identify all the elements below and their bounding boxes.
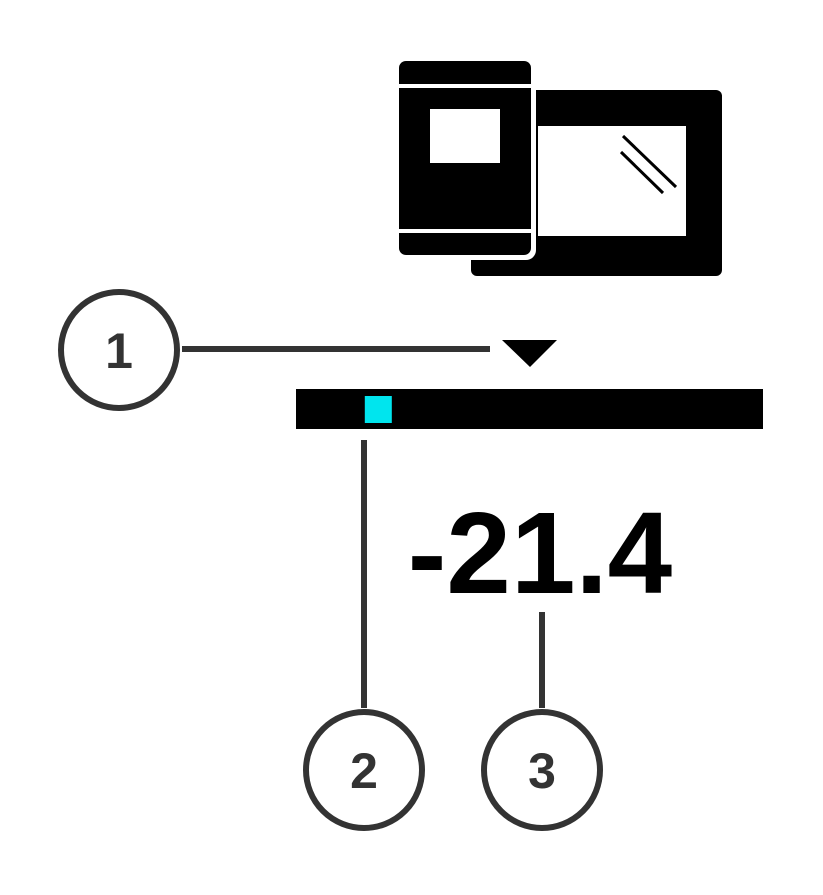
tablet-screen bbox=[538, 126, 686, 236]
callout-1: 1 bbox=[58, 289, 180, 411]
screen-glare-1 bbox=[621, 134, 678, 189]
callout-1-circle bbox=[58, 289, 180, 411]
readout-value: -21.4 bbox=[408, 488, 672, 618]
portable-device-with-tablet-icon bbox=[394, 56, 722, 276]
callout-3-circle bbox=[481, 709, 603, 831]
callout-3: 3 bbox=[481, 709, 603, 831]
screen-glare-2 bbox=[619, 150, 665, 195]
callout-2-label: 2 bbox=[350, 743, 378, 799]
callout-2: 2 bbox=[303, 709, 425, 831]
triangle-down-icon bbox=[502, 340, 557, 367]
callout-2-circle bbox=[303, 709, 425, 831]
callout-3-label: 3 bbox=[528, 743, 556, 799]
handheld-display bbox=[430, 109, 500, 163]
scale-marker bbox=[364, 396, 392, 423]
callout-1-label: 1 bbox=[105, 323, 133, 379]
